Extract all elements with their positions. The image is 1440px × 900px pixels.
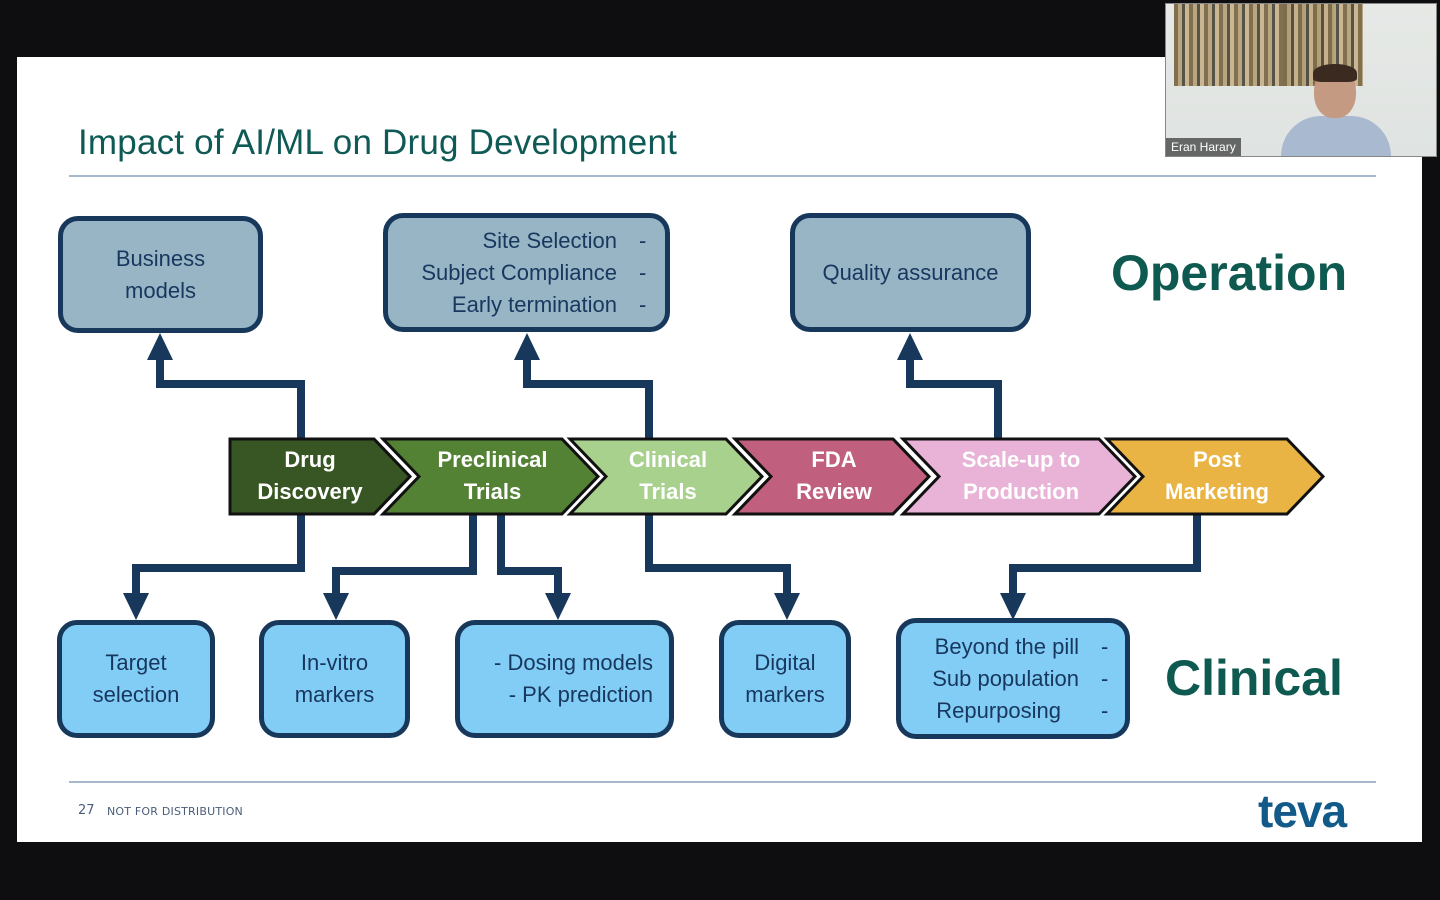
box-line: In-vitro <box>300 650 369 675</box>
box-quality-assurance: Quality assurance <box>790 213 1031 332</box>
stage-label-line: Trials <box>463 479 522 504</box>
connector-drug-discovery-to-business-models <box>156 357 305 439</box>
item-sub-population: Sub population <box>932 665 1079 691</box>
arrowhead-down-digital <box>774 593 800 620</box>
participant-video-tile[interactable]: Eran Harary <box>1165 3 1437 157</box>
connector-drug-discovery-to-target <box>132 515 305 597</box>
section-label-clinical: Clinical <box>1165 650 1343 706</box>
stage-label-line: Review <box>796 479 872 504</box>
item-subject-compliance: Subject Compliance <box>421 259 617 285</box>
item-site-selection: Site Selection <box>482 227 617 253</box>
item-bullet: - <box>1101 665 1109 691</box>
item-bullet: - <box>639 291 647 317</box>
box-line: Quality assurance <box>822 259 999 285</box>
arrowhead-down-beyond <box>1000 593 1026 620</box>
box-dosing-models: - Dosing models - PK prediction <box>455 620 674 738</box>
stage-label: Scale-up to Production <box>962 444 1081 508</box>
down-connectors <box>132 515 1201 597</box>
title-divider <box>69 175 1376 177</box>
box-line: markers <box>294 682 375 707</box>
stage-label-line: Drug <box>284 447 336 472</box>
box-line: Target <box>105 650 167 675</box>
arrowhead-up-quality <box>897 333 923 360</box>
slide-page-number: 27 <box>78 803 95 818</box>
box-line: models <box>125 277 196 303</box>
box-line: markers <box>745 682 825 707</box>
stage-chevron-5 <box>1103 437 1326 516</box>
stage-label: FDA Review <box>796 444 872 508</box>
footer-divider <box>69 781 1376 783</box>
stage-chevron-1 <box>379 437 601 516</box>
participant-hair <box>1313 64 1357 82</box>
stage-label-line: Clinical <box>628 447 708 472</box>
box-line: selection <box>92 682 180 707</box>
participant-name-tag: Eran Harary <box>1166 138 1241 156</box>
box-invitro-markers: In-vitro markers <box>259 620 410 738</box>
connector-preclinical-to-invitro <box>332 515 477 597</box>
logo-text: teva <box>1258 785 1347 837</box>
box-beyond-the-pill: Beyond the pill- Sub population- Repurpo… <box>896 618 1130 739</box>
stage-chevron-2 <box>566 437 765 516</box>
connector-scaleup-to-quality <box>906 357 1002 439</box>
stage-label-line: Marketing <box>1165 479 1269 504</box>
box-business-models: Business models <box>58 216 263 333</box>
section-label-operation: Operation <box>1111 245 1348 301</box>
box-line: Digital <box>754 650 816 675</box>
item-bullet: - <box>1101 697 1109 723</box>
connector-clinical-to-digital <box>645 515 791 597</box>
stage-label-line: Post <box>1193 447 1241 472</box>
arrowhead-down-invitro <box>323 593 349 620</box>
stage-label-line: Production <box>962 479 1080 504</box>
connector-preclinical-to-dosing <box>497 515 562 597</box>
box-line: - PK prediction <box>508 682 653 707</box>
item-bullet: - <box>1101 633 1109 659</box>
stage-chevron-0 <box>228 437 413 516</box>
item-bullet: - <box>639 259 647 285</box>
box-target-selection: Target selection <box>57 620 215 738</box>
stage-chevron-3 <box>731 437 932 516</box>
box-line: Business <box>115 245 206 271</box>
stage-label-line: Trials <box>639 479 697 504</box>
arrowhead-up-business-models <box>147 333 173 360</box>
box-line: - Dosing models <box>494 650 653 675</box>
item-repurposing: Repurposing <box>936 697 1061 723</box>
item-bullet: - <box>639 227 647 253</box>
stage-label-line: Scale-up to <box>961 447 1081 472</box>
stage-label-line: FDA <box>811 447 857 472</box>
item-early-termination: Early termination <box>451 291 617 317</box>
box-site-selection: Site Selection- Subject Compliance- Earl… <box>383 213 670 332</box>
connector-postmarketing-to-beyond <box>1009 515 1201 597</box>
box-digital-markers: Digital markers <box>719 620 851 738</box>
connector-clinical-trials-to-site-box <box>523 357 653 439</box>
arrowhead-down-target <box>123 593 149 620</box>
footer-note: NOT FOR DISTRIBUTION <box>107 805 243 818</box>
presentation-slide: Impact of AI/ML on Drug Development <box>17 57 1422 842</box>
arrowhead-down-dosing <box>545 593 571 620</box>
participant-body <box>1281 116 1391 156</box>
teva-logo: teva <box>1258 784 1347 838</box>
flow-diagram <box>123 333 1326 620</box>
stage-label-line: Preclinical <box>437 447 548 472</box>
stage-label-line: Discovery <box>257 479 363 504</box>
item-beyond-the-pill: Beyond the pill <box>934 633 1079 659</box>
arrowhead-up-site-box <box>514 333 540 360</box>
slide-title: Impact of AI/ML on Drug Development <box>78 123 678 162</box>
stage-chevron-4 <box>899 437 1138 516</box>
